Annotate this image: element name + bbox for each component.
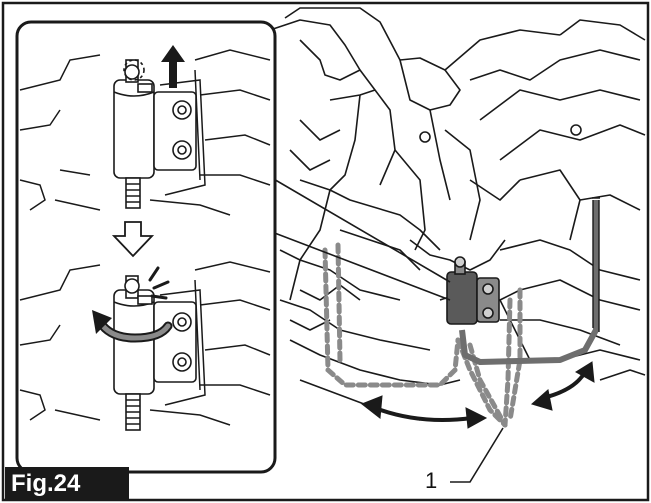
arrow-up-icon: [161, 45, 185, 88]
double-arrow-icon: [361, 395, 488, 429]
callout-leader: [450, 427, 504, 483]
double-arrow-icon: [530, 361, 595, 411]
rod-current-position: [459, 200, 599, 365]
detail-inset: [15, 20, 277, 474]
clamp-detail-upper: [113, 59, 197, 209]
machine-body: [269, 7, 646, 421]
rotate-arrow-icon: [92, 310, 173, 343]
click-spark-icon: [148, 266, 170, 300]
callout-number: 1: [425, 468, 438, 493]
arrow-down-outline-icon: [111, 221, 155, 258]
inset-connector: [271, 177, 451, 301]
figure-label: Fig.24: [5, 467, 129, 500]
rod-alternate-positions: [322, 242, 523, 428]
clamp-main: [446, 256, 500, 325]
